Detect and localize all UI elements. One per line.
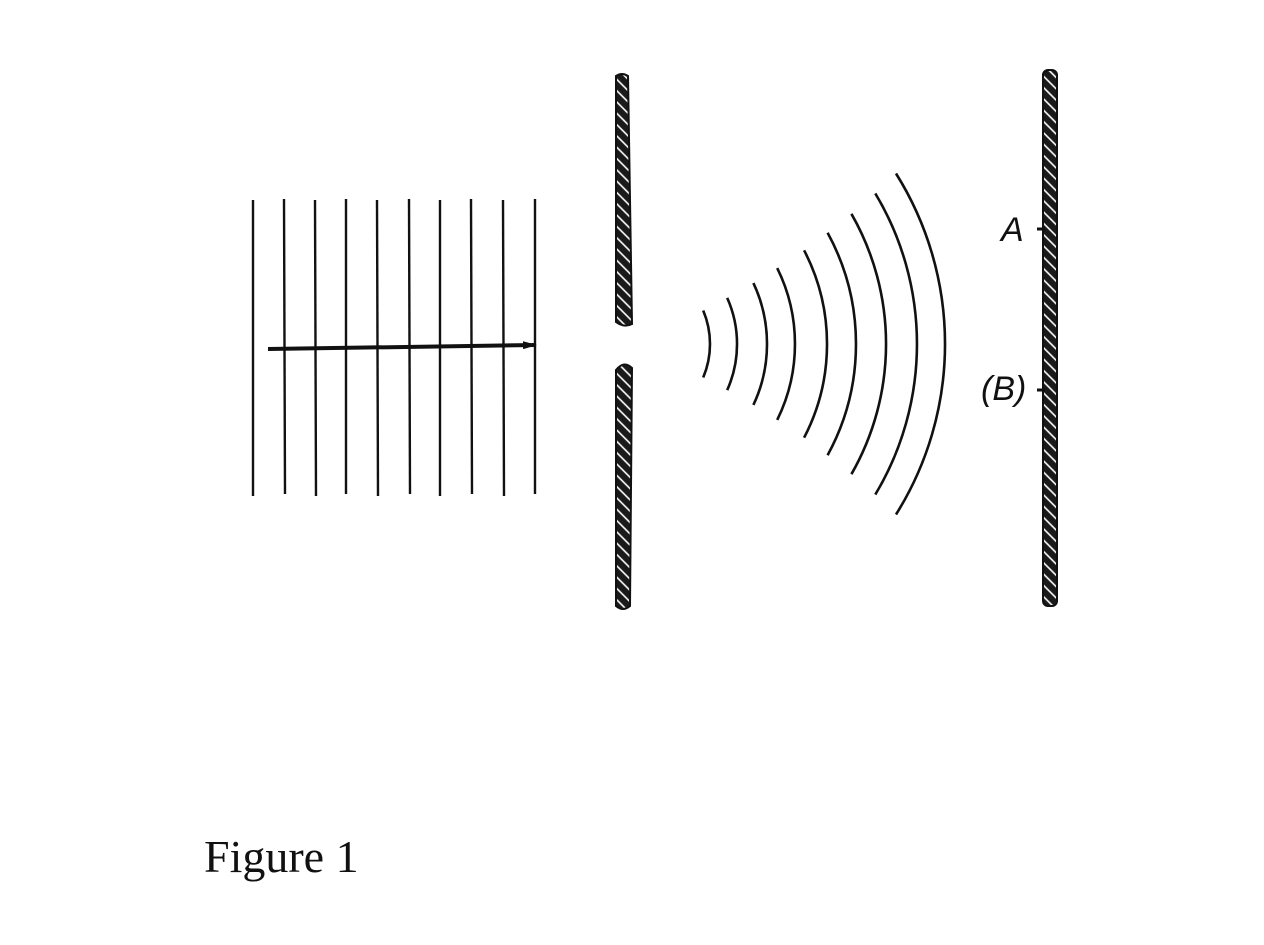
slit-barrier-lower [615,363,634,610]
circular-wavefront [776,267,797,421]
circular-wavefront [752,282,769,406]
diffracted-circular-wavefronts [702,172,947,516]
slit-barrier-upper [615,73,634,327]
point-a-label: A [1001,211,1024,249]
circular-wavefront [850,213,888,475]
figure-caption: Figure 1 [204,831,359,882]
plane-wavefront [501,199,506,497]
circular-wavefront [874,192,919,496]
screen-bar [1042,69,1058,607]
point-b-label: (B) [981,370,1027,408]
slit-barrier [615,73,634,610]
circular-wavefront [826,232,858,456]
circular-wavefront [726,297,739,391]
circular-wavefront [702,309,712,379]
detection-screen [1037,69,1058,607]
propagation-direction-arrow [267,341,537,351]
circular-wavefront [802,249,829,439]
circular-wavefront [894,172,947,516]
plane-wavefront [282,198,287,495]
